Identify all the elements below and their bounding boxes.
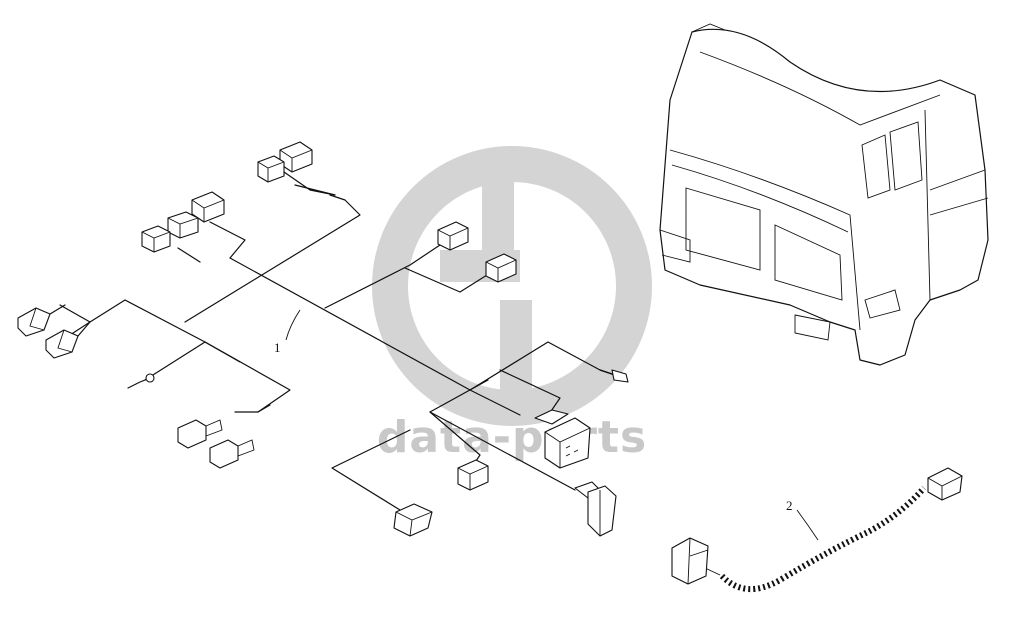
connector — [927, 467, 963, 501]
connector — [191, 191, 225, 223]
harness-1-connectors — [17, 141, 629, 537]
connector — [17, 307, 51, 337]
ring-terminal — [599, 369, 629, 383]
callout-1-label: 1 — [274, 340, 281, 355]
connector — [393, 503, 433, 537]
watermark-logo: data-parts — [372, 146, 652, 463]
relay-block-connector — [534, 409, 591, 469]
callout-2-label: 2 — [786, 498, 793, 513]
connector — [485, 253, 517, 283]
connector — [437, 221, 469, 251]
connector — [45, 329, 79, 359]
callout-2: 2 — [786, 498, 819, 541]
connector — [177, 419, 223, 449]
ring-terminal — [127, 373, 155, 389]
watermark-text: data-parts — [377, 412, 647, 463]
connector — [167, 211, 199, 239]
connector — [141, 225, 171, 253]
connector — [279, 141, 313, 173]
callout-1: 1 — [274, 309, 301, 355]
harness-1-wiring — [59, 184, 616, 511]
connector — [457, 459, 489, 491]
connector — [671, 537, 709, 585]
connector — [209, 439, 255, 469]
truck-cab-illustration — [659, 23, 989, 366]
switch-connector — [574, 481, 617, 537]
connector — [257, 155, 285, 183]
harness-2 — [671, 467, 963, 593]
